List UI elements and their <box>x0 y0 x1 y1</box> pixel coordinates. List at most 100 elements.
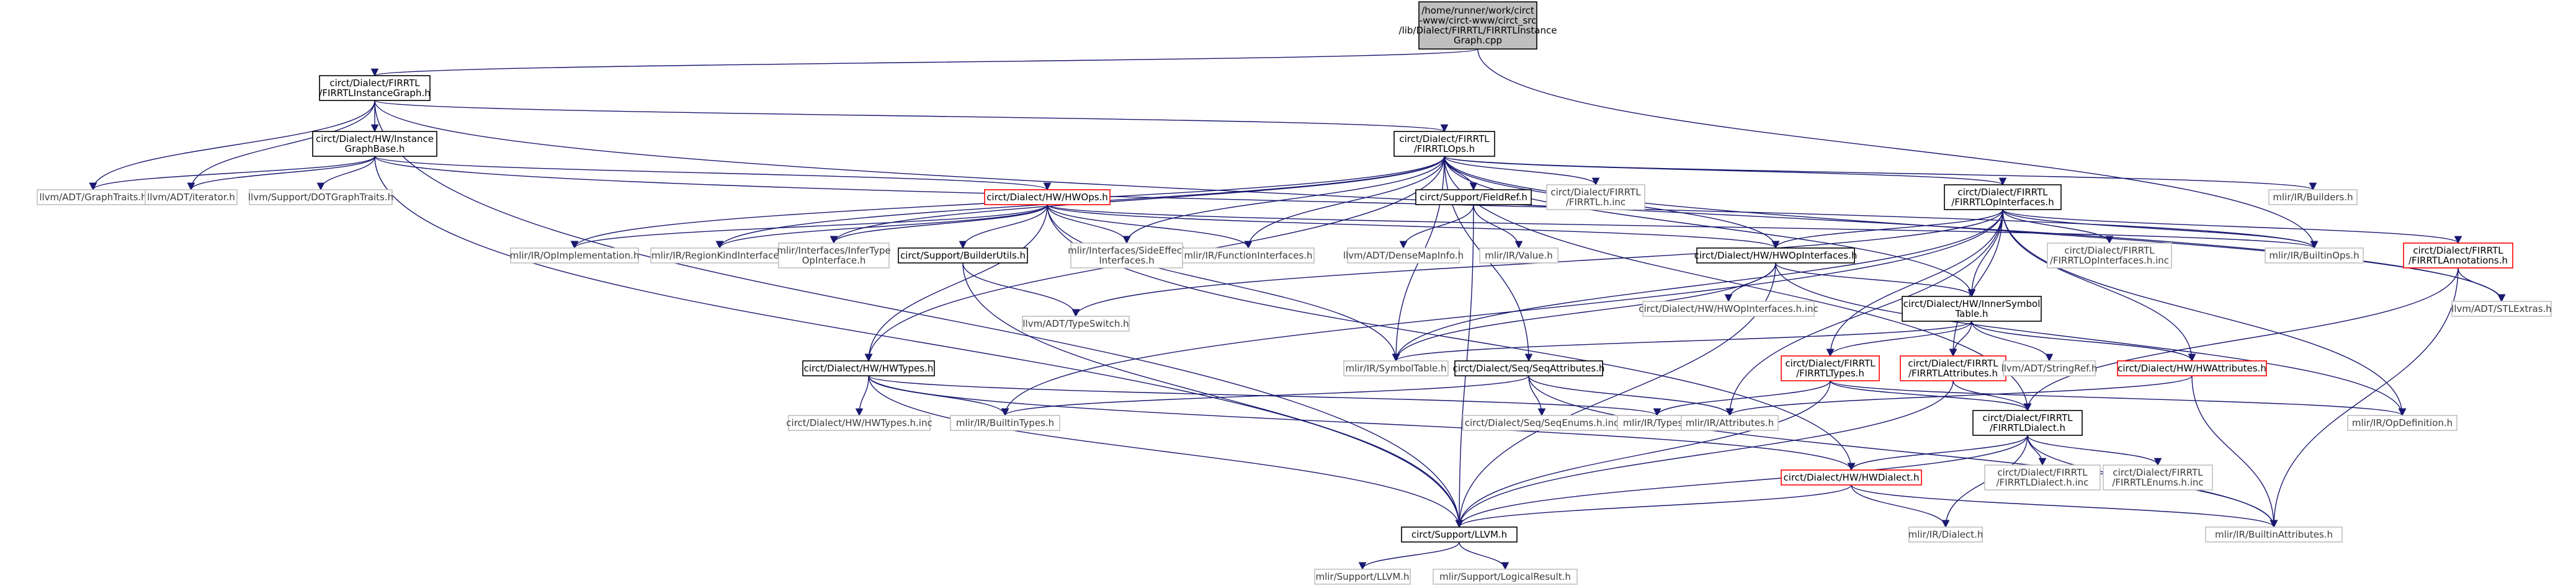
node-seqattrs[interactable]: circt/Dialect/Seq/SeqAttributes.h <box>1453 360 1605 376</box>
node-hwtypes[interactable]: circt/Dialect/HW/HWTypes.h <box>802 360 935 376</box>
edge-opinterfaces-to-annotations <box>2002 209 2462 244</box>
node-box <box>1479 247 1559 264</box>
edge <box>830 156 1445 244</box>
node-hwopif[interactable]: circt/Dialect/HW/HWOpInterfaces.h <box>1694 247 1858 264</box>
edge <box>1244 156 1445 249</box>
edge-firrtltypes-to-supportllvm <box>1455 380 1831 528</box>
node-annotations[interactable]: circt/Dialect/FIRRTL/FIRRTLAnnotations.h <box>2403 242 2513 269</box>
edge <box>1455 484 1852 528</box>
node-label-line: llvm/ADT/DenseMapInfo.h <box>1343 250 1464 261</box>
node-mlirllvm: mlir/Support/LLVM.h <box>1314 569 1411 585</box>
edge-hwattrs-to-irattrs <box>1725 375 2193 417</box>
node-label-line: circt/Dialect/HW/HWTypes.h <box>804 363 934 374</box>
node-label-line: circt/Dialect/HW/HWAttributes.h <box>2118 363 2266 374</box>
edge-hwops-to-symtable <box>1047 204 1400 362</box>
edge <box>1771 209 2003 249</box>
node-irdialect: mlir/IR/Dialect.h <box>1908 526 1983 543</box>
edge-seqattrs-to-builtintypes <box>1001 375 1529 417</box>
node-stlextras: llvm/ADT/STLExtras.h <box>2451 301 2552 317</box>
node-builderutils[interactable]: circt/Support/BuilderUtils.h <box>898 247 1028 264</box>
edge <box>2002 209 2114 244</box>
node-firrtlattrs[interactable]: circt/Dialect/FIRRTL/FIRRTLAttributes.h <box>1900 355 2006 381</box>
node-stringref: llvm/ADT/StringRef.h <box>2001 360 2098 376</box>
node-label-line: OpInterface.h <box>802 255 866 266</box>
edge <box>1473 204 1523 249</box>
node-instgraph[interactable]: circt/Dialect/FIRRTL/FIRRTLInstanceGraph… <box>319 75 431 101</box>
node-supportllvm[interactable]: circt/Support/LLVM.h <box>1401 526 1518 543</box>
node-layer: /home/runner/work/circt-www/circt-www/ci… <box>37 1 2552 585</box>
edge <box>1528 375 1734 417</box>
edge <box>89 156 375 191</box>
node-box <box>249 189 393 205</box>
edge <box>830 204 1048 244</box>
edge <box>1047 204 1400 362</box>
edge-hwops-to-builtinops <box>1047 204 2318 249</box>
edge-firrtlops-to-sideeffect <box>1122 156 1445 244</box>
edge <box>1444 156 2317 191</box>
node-firrtlopifinc: circt/Dialect/FIRRTL/FIRRTLOpInterfaces.… <box>2047 242 2172 269</box>
node-label-line: mlir/IR/BuiltinTypes.h <box>956 417 1054 428</box>
edge-hwops-to-builderutils <box>959 204 1048 249</box>
node-root[interactable]: /home/runner/work/circt-www/circt-www/ci… <box>1399 1 1557 50</box>
node-label-line: mlir/IR/RegionKindInterface.h <box>651 250 788 261</box>
edge-hwops-to-opimpl <box>570 204 1048 249</box>
node-box <box>2403 242 2513 269</box>
node-box <box>1642 301 1815 317</box>
edge-supportllvm-to-logicalresult <box>1459 541 1509 570</box>
node-opdef: mlir/IR/OpDefinition.h <box>2347 415 2457 431</box>
node-hwdialect[interactable]: circt/Dialect/HW/HWDialect.h <box>1781 469 1922 486</box>
edge-opinterfaces-to-irattrs <box>1725 209 2003 417</box>
edge-fieldref-to-irvalue <box>1473 204 1523 249</box>
edge-hwops-to-hwopif <box>1047 204 1779 249</box>
edge-builderutils-to-supportllvm <box>962 262 1464 528</box>
edge-firrtlops-to-funcif <box>1244 156 1445 249</box>
node-label-line: mlir/IR/BuiltinAttributes.h <box>2215 529 2333 540</box>
node-label-line: mlir/IR/FunctionInterfaces.h <box>1184 250 1312 261</box>
node-label-line: /FIRRTLEnums.h.inc <box>2112 477 2203 488</box>
node-box <box>1022 316 1130 332</box>
edge <box>1047 204 1253 249</box>
edge-firrtldialect-to-firrtldialectinc <box>2027 435 2047 466</box>
node-box <box>319 75 431 101</box>
node-hwattrs[interactable]: circt/Dialect/HW/HWAttributes.h <box>2117 360 2267 376</box>
node-box <box>1944 184 2062 210</box>
node-box <box>2268 189 2358 205</box>
edge-firrtldialect-to-firrtlenumsinc <box>2027 435 2162 466</box>
node-fieldref[interactable]: circt/Support/FieldRef.h <box>1415 189 1532 205</box>
node-firrtlops[interactable]: circt/Dialect/FIRRTL/FIRRTLOps.h <box>1393 131 1495 157</box>
edge-instgraph-to-graphtraits <box>89 100 375 191</box>
edge <box>1047 204 2318 249</box>
node-label-line: -www/circt-www/circt_src <box>1420 15 1537 27</box>
node-label-line: llvm/ADT/iterator.h <box>147 192 235 203</box>
node-firrtldialect[interactable]: circt/Dialect/FIRRTL/FIRRTLDialect.h <box>1972 410 2083 436</box>
node-label-line: /FIRRTL.h.inc <box>1566 197 1626 208</box>
edge <box>864 204 1048 362</box>
node-label-line: mlir/IR/Dialect.h <box>1908 529 1983 540</box>
node-seqenums: circt/Dialect/Seq/SeqEnums.h.inc <box>1462 415 1621 431</box>
edge <box>1455 435 2028 528</box>
edge-innersym-to-firrtlattrs <box>1949 321 1972 357</box>
edge-hwdialect-to-irdialect <box>1851 484 1950 528</box>
edge <box>1952 380 2032 412</box>
node-box <box>1343 360 1449 376</box>
edge <box>1971 321 2054 362</box>
edge-opinterfaces-to-firrtltypes <box>1826 209 2003 357</box>
edge-hwopif-to-symtable <box>1392 262 1776 362</box>
edge <box>1653 380 1831 417</box>
node-densemap: llvm/ADT/DenseMapInfo.h <box>1343 247 1464 264</box>
edge-opinterfaces-to-builtinops <box>2002 209 2319 249</box>
edge-annotations-to-builtinattrs <box>2270 267 2459 528</box>
edge <box>715 204 1048 249</box>
node-box <box>2205 526 2343 543</box>
edge-supportllvm-to-mlirllvm <box>1358 541 1460 570</box>
edge <box>187 100 375 191</box>
node-box <box>1908 526 1983 543</box>
node-box <box>1454 360 1603 376</box>
node-hwops[interactable]: circt/Dialect/HW/HWOps.h <box>984 189 1111 205</box>
node-opinterfaces[interactable]: circt/Dialect/FIRRTL/FIRRTLOpInterfaces.… <box>1944 184 2062 210</box>
edge-annotations-to-firrtldialect <box>2023 267 2459 412</box>
edge-firrtlattrs-to-supportllvm <box>1455 380 1954 528</box>
node-firrtltypes[interactable]: circt/Dialect/FIRRTL/FIRRTLTypes.h <box>1781 355 1880 381</box>
